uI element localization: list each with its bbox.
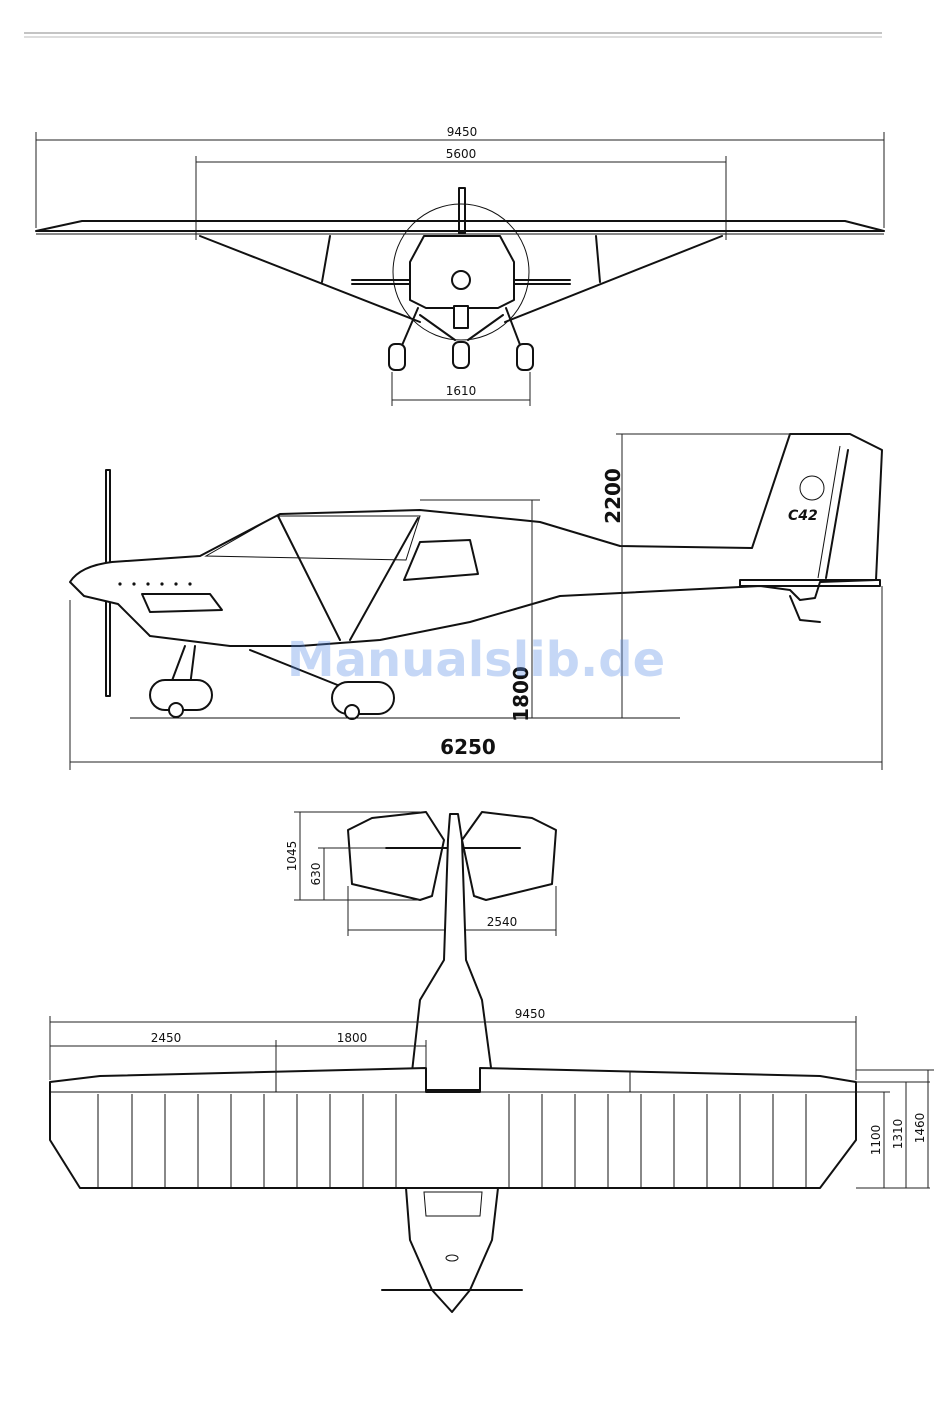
top-view: 1045 630 2540 <box>50 812 934 1312</box>
tail-marking: C42 <box>788 508 818 524</box>
front-strut-span-dim: 5600 <box>446 147 477 161</box>
stab-span-dim: 2540 <box>487 915 518 929</box>
stab-chord-dim: 1045 <box>285 841 299 872</box>
side-length-dim: 6250 <box>440 735 496 759</box>
front-view: 9450 5600 1610 <box>36 125 884 406</box>
chord-dim-1100: 1100 <box>869 1125 883 1156</box>
top-wingspan-dim: 9450 <box>515 1007 546 1021</box>
elevator-chord-dim: 630 <box>309 863 323 886</box>
chord-dim-1460: 1460 <box>913 1113 927 1144</box>
front-track-dim: 1610 <box>446 384 477 398</box>
side-view: C42 2200 1800 <box>70 434 882 770</box>
side-height-dim: 2200 <box>601 468 625 524</box>
front-wingspan-dim: 9450 <box>447 125 478 139</box>
outer-panel-dim: 2450 <box>151 1031 182 1045</box>
flap-span-dim: 1800 <box>337 1031 368 1045</box>
chord-dim-1310: 1310 <box>891 1119 905 1150</box>
watermark: Manualslib.de <box>287 632 665 688</box>
